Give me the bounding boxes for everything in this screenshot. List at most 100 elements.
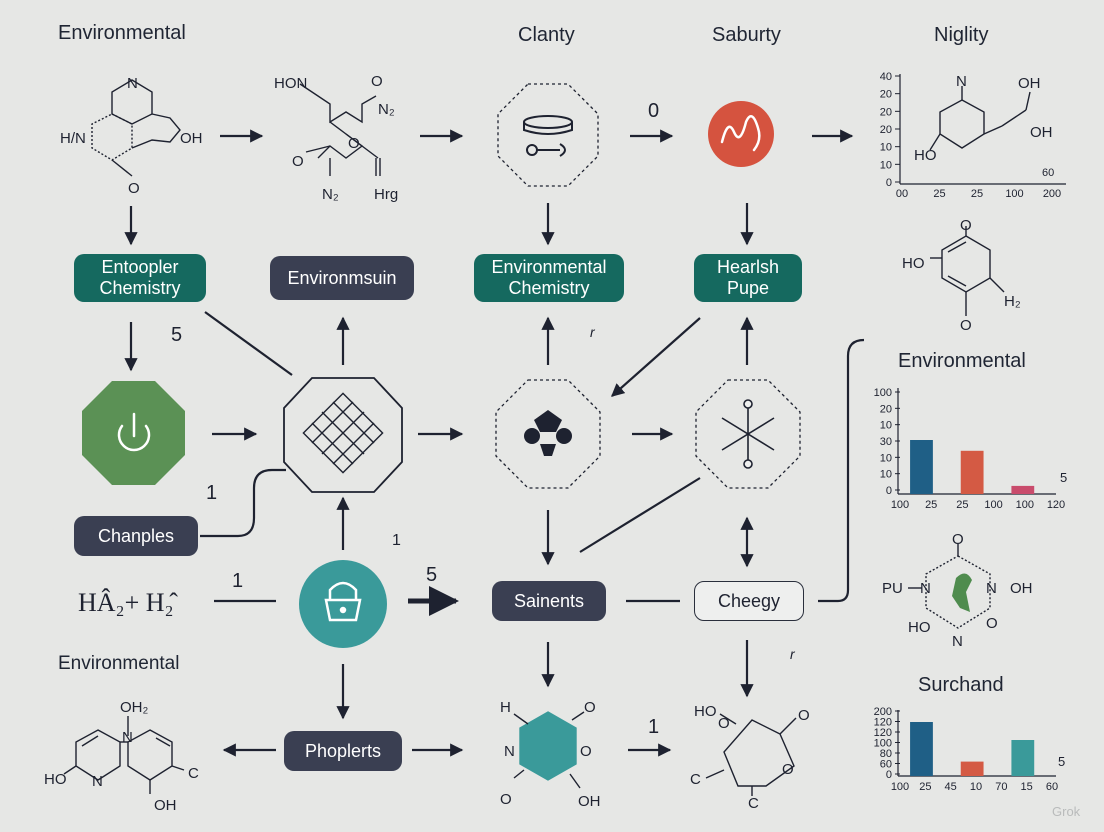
arrow-hearlsh-blob <box>611 317 701 397</box>
power-node <box>82 381 185 485</box>
m7-o2: O <box>580 743 592 760</box>
molecule-3 <box>929 86 1031 151</box>
x-tick-label: 10 <box>970 781 982 793</box>
formula-ha2-h2: HÂ₂+ H₂̂ <box>78 588 174 617</box>
y-tick-label: 10 <box>880 159 892 171</box>
green-figure <box>952 573 972 612</box>
x-tick-label: 45 <box>945 781 957 793</box>
chart-3-bars <box>910 722 1035 776</box>
y-tick-label: 80 <box>880 748 892 760</box>
m4-o2: O <box>960 317 972 334</box>
m6-n: N <box>122 729 133 746</box>
m5-o: O <box>952 531 964 548</box>
m2-n2b: N₂ <box>322 186 339 203</box>
m8-o2: O <box>798 707 810 724</box>
bar <box>960 761 984 776</box>
m5-oh: OH <box>1010 580 1033 597</box>
y-tick-label: 200 <box>874 706 892 718</box>
grok-watermark: Grok <box>1052 804 1081 819</box>
label-environmental-chemistry: Environmental Chemistry <box>474 254 624 302</box>
x-tick-label: 70 <box>995 781 1007 793</box>
m4-ho: HO <box>902 255 925 272</box>
m6-n2: N <box>92 773 103 790</box>
x-tick-label: 100 <box>1016 499 1034 511</box>
bracket-cheegy-right <box>818 338 865 603</box>
chart-3-title: Surchand <box>918 674 1004 696</box>
lock-node <box>299 560 387 648</box>
m6-oh: OH <box>154 797 177 814</box>
label-entoopler-chemistry: Entoopler Chemistry <box>74 254 206 302</box>
m6-oh2: OH₂ <box>120 699 149 716</box>
y-tick-label: 60 <box>880 759 892 771</box>
m5-n2: N <box>986 580 997 597</box>
m1-oh: OH <box>180 130 203 147</box>
x-tick-label: 100 <box>891 781 909 793</box>
m2-o2: O <box>292 153 304 170</box>
label-cheegy: Cheegy <box>694 581 804 621</box>
blob-node <box>495 379 601 489</box>
bar <box>1011 740 1035 776</box>
y-tick-label: 10 <box>880 142 892 154</box>
number-one-d: 1 <box>648 716 660 738</box>
y-tick-label: 100 <box>874 387 892 399</box>
starburst-icon <box>721 399 775 469</box>
chart-2-bars <box>910 440 1035 494</box>
star-node <box>695 379 801 489</box>
number-five-b: 5 <box>426 564 438 586</box>
x-tick-label: 15 <box>1021 781 1033 793</box>
m7-o1: O <box>584 699 596 716</box>
header-clanty: Clanty <box>518 24 575 46</box>
x-tick-label: 120 <box>1047 499 1065 511</box>
m7-o3: O <box>500 791 512 808</box>
m7-oh: OH <box>578 793 601 810</box>
lattice-node <box>283 377 403 493</box>
m3-oh2: OH <box>1030 124 1053 141</box>
m5-ho: HO <box>908 619 931 636</box>
m1-h: H/N <box>60 130 86 147</box>
y-tick-label: 120 <box>874 717 892 729</box>
line-entoopler-lattice <box>204 311 293 376</box>
x-tick-label: 25 <box>956 499 968 511</box>
y-tick-label: 20 <box>880 403 892 415</box>
wave-icon <box>720 115 761 152</box>
m5-n3: N <box>952 633 963 650</box>
lattice-icon <box>302 392 384 474</box>
chart-2-annotation: 5 <box>1060 470 1067 485</box>
label-sainents: Sainents <box>492 581 606 621</box>
power-icon <box>117 412 151 452</box>
y-tick-label: 10 <box>880 420 892 432</box>
header-saburty: Saburty <box>712 24 781 46</box>
x-tick-label: 25 <box>971 188 983 200</box>
x-tick-label: 100 <box>891 499 909 511</box>
y-tick-label: 100 <box>874 738 892 750</box>
m6-c: C <box>188 765 199 782</box>
y-tick-label: 120 <box>874 727 892 739</box>
number-zero: 0 <box>648 100 660 122</box>
m5-pu: PU <box>882 580 903 597</box>
chart-1-annotation: 60 <box>1042 167 1054 179</box>
y-tick-label: 0 <box>886 177 892 189</box>
m8-o3: O <box>782 761 794 778</box>
molecule-6 <box>63 716 185 794</box>
header-environmental-bottom: Environmental <box>58 653 180 674</box>
molecule-5 <box>908 544 991 629</box>
number-five-a: 5 <box>171 324 183 346</box>
m2-o1: O <box>371 73 383 90</box>
blob-icon <box>524 410 572 456</box>
capsule-node <box>497 83 599 187</box>
m2-n2a: N₂ <box>378 101 395 118</box>
lock-icon <box>324 581 362 622</box>
y-tick-label: 40 <box>880 71 892 83</box>
m4-o1: O <box>960 217 972 234</box>
m3-n: N <box>956 73 967 90</box>
y-tick-label: 20 <box>880 124 892 136</box>
x-tick-label: 00 <box>896 188 908 200</box>
x-tick-label: 200 <box>1043 188 1061 200</box>
red-circle-node <box>708 101 774 167</box>
m1-o: O <box>128 180 140 197</box>
y-tick-label: 10 <box>880 452 892 464</box>
